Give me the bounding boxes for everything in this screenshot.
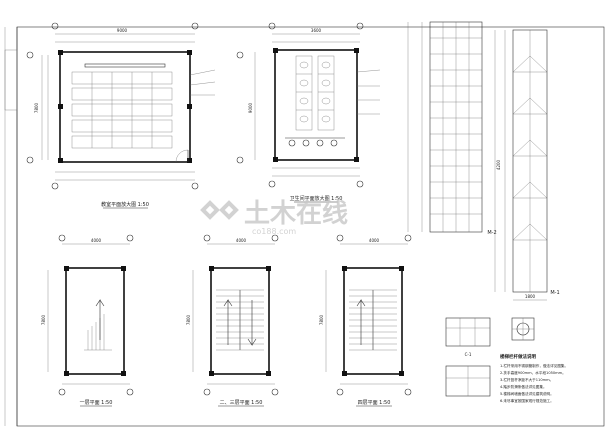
elevation-height-dim: 4200 xyxy=(496,159,501,170)
toilet-top-dim: 3600 xyxy=(311,28,322,33)
floor4-title: 四层平面 1:50 xyxy=(358,400,391,406)
classroom-title: 教室平面放大图 1:50 xyxy=(101,201,149,208)
classroom-plan: 9000 7800 教室平面放大图 1:50 xyxy=(26,22,216,209)
note-line: 5.楼梯间墙面做法详见建筑说明。 xyxy=(500,391,554,396)
watermark-logo-icon xyxy=(200,200,239,220)
elevation-m1-label: M-1 xyxy=(550,290,559,296)
stair2-top-dim: 4000 xyxy=(236,238,247,243)
stair-plan-4: 4000 7800 四层平面 1:50 xyxy=(319,234,412,407)
stair4-side-dim: 7800 xyxy=(319,314,324,325)
stair-plan-2-3: 4000 7800 二、三层平面 1:50 xyxy=(186,234,279,407)
note-line: 2.扶手高度900mm，水平段1050mm。 xyxy=(500,370,566,375)
notes-heading: 楼梯栏杆做法说明 xyxy=(500,353,536,360)
note-line: 6.未尽事宜按国家现行规范施工。 xyxy=(500,398,554,403)
floor23-title: 二、三层平面 1:50 xyxy=(220,400,263,406)
toilet-plan: 3600 9000 卫生间平面放大图 1:50 xyxy=(236,22,381,203)
floor1-title: 一层平面 1:50 xyxy=(80,400,113,406)
toilet-side-dim: 9000 xyxy=(248,102,253,113)
window-label-c: C-1 xyxy=(465,352,472,357)
note-line: 4.踏步防滑条做法详见图集。 xyxy=(500,384,547,389)
watermark: 土木在线 co188.com xyxy=(200,199,348,236)
classroom-top-dim: 9000 xyxy=(117,28,128,33)
stair1-side-dim: 7800 xyxy=(41,314,46,325)
elevation-m1: 4200 1800 M-1 xyxy=(494,29,560,301)
stair2-side-dim: 7800 xyxy=(186,314,191,325)
toilet-title: 卫生间平面放大图 1:50 xyxy=(290,195,343,202)
title-strip-box xyxy=(4,49,18,111)
stair-plan-1: 4000 7800 一层平面 1:50 xyxy=(41,234,134,407)
note-line: 3.栏杆竖杆净距不大于110mm。 xyxy=(500,377,553,382)
window-elevations: C-1 xyxy=(445,317,535,397)
watermark-brand: 土木在线 xyxy=(244,199,348,229)
construction-notes: 楼梯栏杆做法说明 1.栏杆采用不锈钢管制作，做法详见图集。 2.扶手高度900m… xyxy=(500,353,568,403)
note-line: 1.栏杆采用不锈钢管制作，做法详见图集。 xyxy=(500,363,568,368)
stair4-top-dim: 4000 xyxy=(369,238,380,243)
classroom-side-dim: 7800 xyxy=(34,102,39,113)
stair1-top-dim: 4000 xyxy=(91,238,102,243)
elevation-width-dim: 1800 xyxy=(525,294,536,299)
elevation-m2: M-2 xyxy=(407,21,497,236)
elevation-m2-label: M-2 xyxy=(487,230,496,236)
watermark-url: co188.com xyxy=(252,227,296,236)
